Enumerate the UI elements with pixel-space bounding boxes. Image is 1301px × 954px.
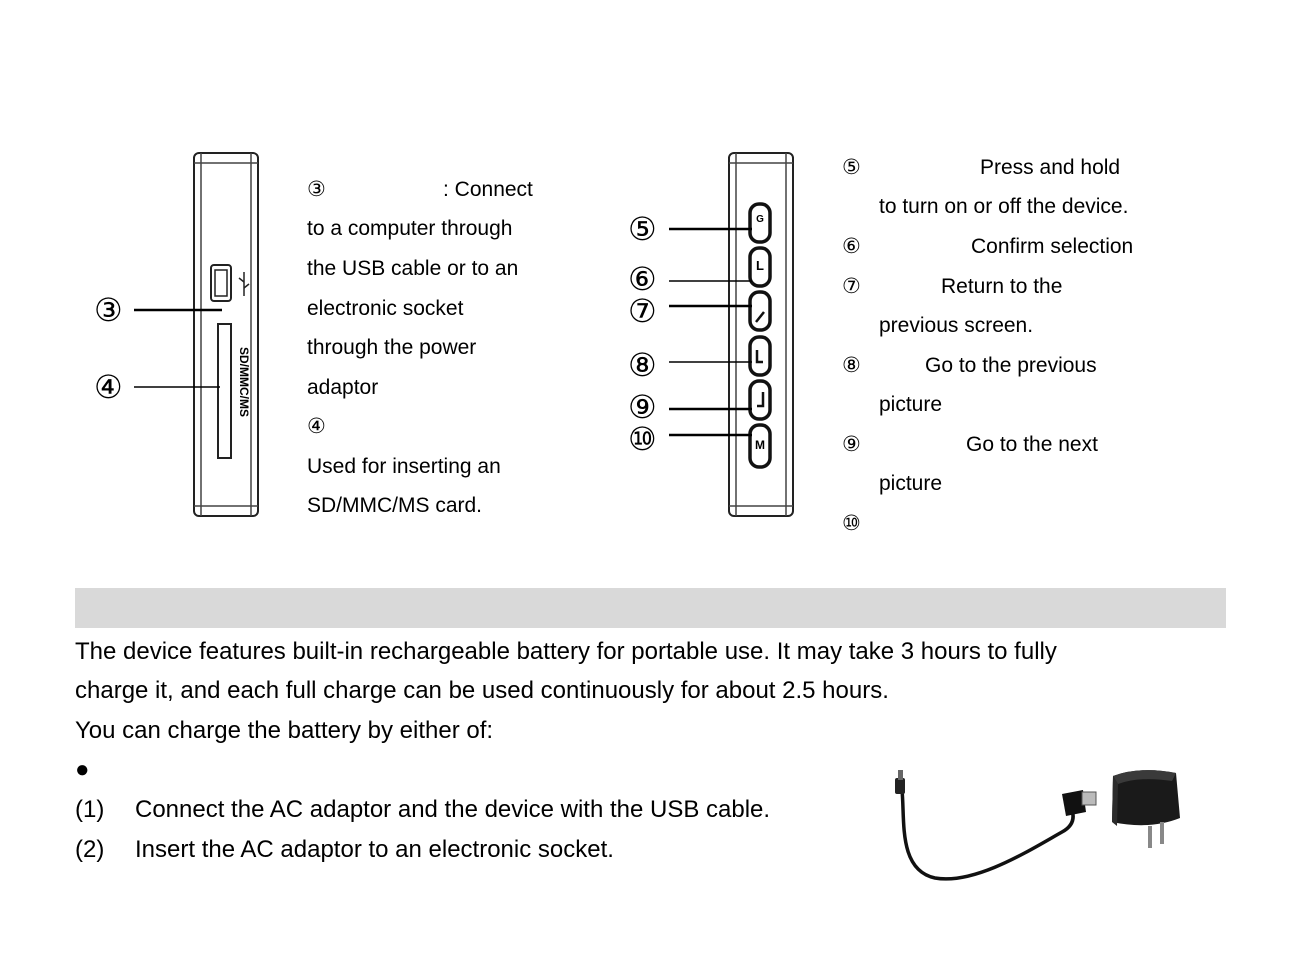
desc-line: to a computer through: [307, 217, 513, 240]
step-1-num: (1): [75, 796, 105, 823]
desc-line: through the power: [307, 336, 477, 359]
rdesc-text-8: Go to the previous: [925, 354, 1097, 377]
button-g-letter: G: [756, 214, 764, 225]
rdesc-num-7: ⑦: [842, 275, 861, 298]
desc-line-connect: : Connect: [443, 178, 533, 201]
callout-6: ⑥: [628, 260, 657, 298]
rdesc-text-9: Go to the next: [966, 433, 1098, 456]
desc-line: the USB cable or to an: [307, 257, 519, 280]
callout-4: ④: [94, 368, 123, 406]
rdesc-text-6: Confirm selection: [971, 235, 1134, 258]
rdesc-text-7: Return to the: [941, 275, 1063, 298]
rdesc-text-5: Press and hold: [980, 156, 1121, 179]
desc-line: SD/MMC/MS card.: [307, 494, 483, 517]
rdesc-num-10: ⑩: [842, 512, 861, 535]
rdesc-text-9b: picture: [879, 472, 943, 495]
rdesc-text-5b: to turn on or off the device.: [879, 195, 1129, 218]
rdesc-num-6: ⑥: [842, 235, 861, 258]
rdesc-num-9: ⑨: [842, 433, 861, 456]
rdesc-text-7b: previous screen.: [879, 314, 1034, 337]
desc-line: Used for inserting an: [307, 455, 501, 478]
paragraph-line-3: You can charge the battery by either of:: [75, 717, 494, 744]
bullet: ●: [75, 756, 90, 783]
step-2-text: Insert the AC adaptor to an electronic s…: [135, 836, 614, 863]
desc-num-3: ③: [307, 178, 326, 201]
callout-9: ⑨: [628, 388, 657, 426]
step-2-num: (2): [75, 836, 105, 863]
callout-3: ③: [94, 291, 123, 329]
rdesc-num-5: ⑤: [842, 156, 861, 179]
callout-5: ⑤: [628, 210, 657, 248]
rdesc-text-8b: picture: [879, 393, 943, 416]
desc-line: adaptor: [307, 376, 379, 399]
step-1-text: Connect the AC adaptor and the device wi…: [135, 796, 771, 823]
desc-line: electronic socket: [307, 297, 464, 320]
callout-7: ⑦: [628, 292, 657, 330]
paragraph-line-1: The device features built-in rechargeabl…: [75, 638, 1057, 665]
button-l-letter: L: [756, 258, 764, 273]
callout-10: ⑩: [628, 420, 657, 458]
callout-8: ⑧: [628, 346, 657, 384]
paragraph-line-2: charge it, and each full charge can be u…: [75, 677, 889, 704]
section-header-band: [75, 588, 1226, 628]
rdesc-num-8: ⑧: [842, 354, 861, 377]
button-m-letter: M: [755, 438, 765, 452]
desc-num-4: ④: [307, 415, 326, 438]
